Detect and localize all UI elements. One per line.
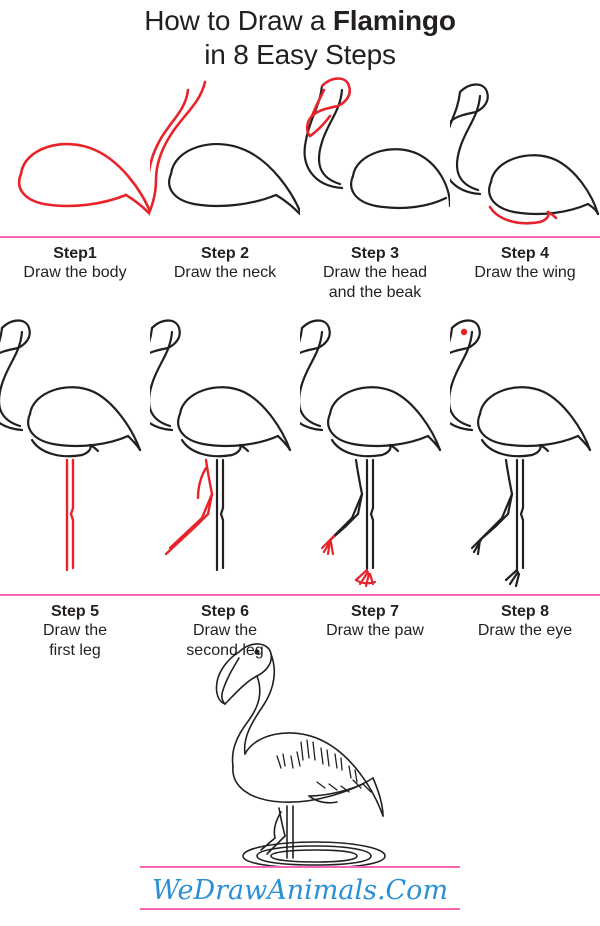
highlight-eye-dot <box>460 328 468 336</box>
step-cell-5 <box>0 318 150 592</box>
step-3-desc-line-2: and the beak <box>328 284 422 301</box>
step-caption-cell-2: Step 2 Draw the neck <box>150 244 300 310</box>
step-6-desc-line-2: second leg <box>186 642 264 659</box>
steps-row-2 <box>0 318 600 592</box>
step-6-title: Step 6 <box>200 603 249 620</box>
watermark-rule-bottom <box>140 908 460 910</box>
step-caption-cell-3: Step 3 Draw the head and the beak <box>300 244 450 310</box>
step-3-caption: Step 3 Draw the head and the beak <box>300 244 450 303</box>
existing-flamingo-outline <box>450 83 600 216</box>
step-caption-cell-4: Step 4 Draw the wing <box>450 244 600 310</box>
existing-flamingo-outline <box>0 319 142 458</box>
step-cell-7 <box>300 318 450 592</box>
title-accent-word: Flamingo <box>332 5 456 36</box>
step-1-title: Step1 <box>53 245 97 262</box>
watermark-rule-top <box>140 866 460 868</box>
watermark-label: WeDrawAnimals.Com <box>152 875 448 906</box>
step-caption-cell-6: Step 6 Draw the second leg <box>150 602 300 668</box>
existing-body-shape <box>168 143 300 216</box>
step-4-desc-line-1: Draw the wing <box>474 264 576 281</box>
captions-row-1: Step1 Draw the body Step 2 Draw the neck… <box>0 244 600 310</box>
step-2-desc-line-1: Draw the neck <box>173 264 277 281</box>
existing-flamingo-outline <box>150 319 292 572</box>
step-2-drawing <box>150 60 300 232</box>
watermark[interactable]: WeDrawAnimals.Com <box>140 866 460 914</box>
existing-flamingo-outline <box>300 319 442 572</box>
existing-flamingo-outline <box>450 319 592 588</box>
step-caption-cell-8: Step 8 Draw the eye <box>450 602 600 668</box>
final-flamingo-drawing <box>205 636 395 869</box>
step-6-drawing <box>150 318 300 592</box>
step-3-title: Step 3 <box>350 245 399 262</box>
step-cell-6 <box>150 318 300 592</box>
title-line-2: in 8 Easy Steps <box>204 39 396 70</box>
step-3-desc-line-1: Draw the head <box>322 264 428 281</box>
step-2-caption: Step 2 Draw the neck <box>150 244 300 283</box>
step-caption-cell-5: Step 5 Draw the first leg <box>0 602 150 668</box>
step-7-drawing <box>300 318 450 592</box>
feather-marks <box>276 739 372 793</box>
row-divider-2 <box>0 594 600 596</box>
step-7-title: Step 7 <box>350 603 399 620</box>
step-5-drawing <box>0 318 150 592</box>
step-1-desc-line-1: Draw the body <box>23 264 127 281</box>
steps-row-1 <box>0 60 600 232</box>
step-2-title: Step 2 <box>200 245 249 262</box>
highlight-neck-shape <box>150 80 207 214</box>
step-3-drawing <box>300 60 450 232</box>
step-1-drawing <box>0 112 150 232</box>
step-5-title: Step 5 <box>50 603 99 620</box>
highlight-wing-shape <box>488 205 558 225</box>
step-4-title: Step 4 <box>500 245 549 262</box>
watermark-text: WeDrawAnimals.Com <box>140 872 460 908</box>
final-flamingo-outline <box>215 643 386 869</box>
step-8-title: Step 8 <box>500 603 549 620</box>
step-cell-2 <box>150 60 300 232</box>
step-8-drawing <box>450 318 600 592</box>
step-caption-cell-7: Step 7 Draw the paw <box>300 602 450 668</box>
captions-row-2: Step 5 Draw the first leg Step 6 Draw th… <box>0 602 600 668</box>
step-cell-1 <box>0 60 150 232</box>
step-5-desc-line-2: first leg <box>49 642 101 659</box>
row-divider-1 <box>0 236 600 238</box>
step-5-desc-line-1: Draw the <box>42 622 108 639</box>
highlight-second-leg-shape <box>164 458 214 556</box>
step-cell-3 <box>300 60 450 232</box>
page-title: How to Draw a Flamingo in 8 Easy Steps <box>0 4 600 72</box>
highlight-body-shape <box>17 142 150 216</box>
title-prefix: How to Draw a <box>144 5 333 36</box>
step-1-caption: Step1 Draw the body <box>0 244 150 283</box>
highlight-paw-shape <box>320 534 377 588</box>
title-line-1: How to Draw a Flamingo <box>144 5 456 36</box>
step-7-desc-line-1: Draw the paw <box>326 622 424 639</box>
step-cell-8 <box>450 318 600 592</box>
step-6-caption: Step 6 Draw the second leg <box>150 602 300 661</box>
step-caption-cell-1: Step1 Draw the body <box>0 244 150 310</box>
step-8-desc-line-1: Draw the eye <box>477 622 573 639</box>
step-cell-4 <box>450 60 600 232</box>
highlight-first-leg-shape <box>65 458 75 572</box>
step-4-caption: Step 4 Draw the wing <box>450 244 600 283</box>
final-eye-dot <box>254 649 260 655</box>
step-8-caption: Step 8 Draw the eye <box>450 602 600 641</box>
step-6-desc-line-1: Draw the <box>192 622 258 639</box>
existing-body-neck-shape <box>303 84 450 210</box>
step-7-caption: Step 7 Draw the paw <box>300 602 450 641</box>
step-5-caption: Step 5 Draw the first leg <box>0 602 150 661</box>
highlight-head-beak-shape <box>305 77 352 138</box>
step-4-drawing <box>450 60 600 232</box>
